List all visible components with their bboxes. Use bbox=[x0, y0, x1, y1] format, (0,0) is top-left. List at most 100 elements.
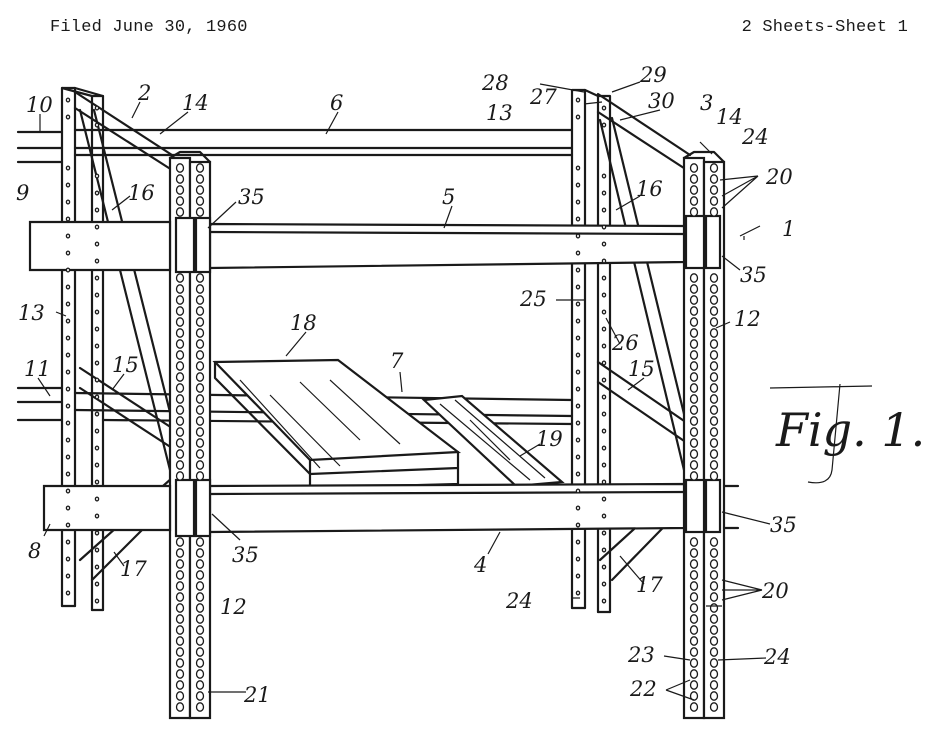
ref-25: 25 bbox=[519, 287, 547, 311]
upright-hole bbox=[94, 190, 100, 196]
upright-hole bbox=[689, 185, 699, 195]
beam-connectors bbox=[174, 214, 722, 538]
upright-hole bbox=[689, 438, 699, 448]
upright-hole bbox=[94, 122, 100, 128]
upright-hole bbox=[195, 592, 205, 602]
upright-hole bbox=[689, 163, 699, 173]
upright-hole bbox=[175, 273, 185, 283]
upright-hole bbox=[175, 636, 185, 646]
ref-16b: 16 bbox=[636, 177, 663, 201]
ref-3: 3 bbox=[700, 91, 713, 115]
upright-hole bbox=[94, 173, 100, 179]
upright-hole bbox=[94, 394, 100, 400]
upright-hole bbox=[195, 636, 205, 646]
ref-23: 23 bbox=[627, 643, 655, 667]
upright-hole bbox=[575, 573, 581, 579]
upright-hole bbox=[195, 669, 205, 679]
upright-hole bbox=[575, 590, 581, 596]
upright-hole bbox=[94, 513, 100, 519]
upright-hole bbox=[175, 592, 185, 602]
upright-hole bbox=[709, 603, 719, 613]
upright-hole bbox=[195, 196, 205, 206]
upright-hole bbox=[575, 335, 581, 341]
upright-hole bbox=[689, 636, 699, 646]
upright-hole bbox=[709, 625, 719, 635]
upright-hole bbox=[601, 513, 607, 519]
upright-hole bbox=[94, 360, 100, 366]
upright-hole bbox=[175, 471, 185, 481]
upright-hole bbox=[601, 479, 607, 485]
upright-hole bbox=[575, 250, 581, 256]
upright-hole bbox=[94, 445, 100, 451]
upright-hole bbox=[65, 488, 71, 494]
upright-hole bbox=[709, 471, 719, 481]
upright-hole bbox=[575, 233, 581, 239]
ref-20b: 20 bbox=[761, 579, 789, 603]
upright-hole bbox=[175, 295, 185, 305]
ref-10: 10 bbox=[26, 93, 53, 117]
ref-30: 30 bbox=[648, 89, 675, 113]
upright-hole bbox=[689, 394, 699, 404]
upright-hole bbox=[65, 522, 71, 528]
ref-35b: 35 bbox=[740, 263, 767, 287]
upright-hole bbox=[94, 309, 100, 315]
upright-hole bbox=[709, 350, 719, 360]
upright-hole bbox=[689, 548, 699, 558]
upright-hole bbox=[195, 372, 205, 382]
ref-27: 27 bbox=[529, 85, 557, 109]
upright-hole bbox=[709, 295, 719, 305]
upright-hole bbox=[175, 328, 185, 338]
upright-hole bbox=[65, 386, 71, 392]
upright-hole bbox=[65, 318, 71, 324]
upright-hole bbox=[195, 449, 205, 459]
upright-hole bbox=[575, 199, 581, 205]
upright-hole bbox=[94, 428, 100, 434]
upright-hole bbox=[709, 427, 719, 437]
upright-hole bbox=[689, 174, 699, 184]
upright-hole bbox=[689, 559, 699, 569]
upright-hole bbox=[575, 403, 581, 409]
upright-hole bbox=[65, 114, 71, 120]
upright-hole bbox=[175, 174, 185, 184]
upright-hole bbox=[175, 207, 185, 217]
back-top-beam bbox=[73, 128, 574, 157]
upright-hole bbox=[175, 537, 185, 547]
upright-hole bbox=[601, 581, 607, 587]
upright-hole bbox=[709, 185, 719, 195]
upright-hole bbox=[175, 647, 185, 657]
upright-hole bbox=[575, 301, 581, 307]
upright-hole bbox=[195, 328, 205, 338]
ref-24c: 24 bbox=[763, 645, 791, 669]
upright-hole bbox=[601, 122, 607, 128]
upright-hole bbox=[94, 343, 100, 349]
upright-hole bbox=[709, 460, 719, 470]
upright-hole bbox=[689, 625, 699, 635]
upright-hole bbox=[175, 372, 185, 382]
upright-hole bbox=[689, 295, 699, 305]
upright-hole bbox=[195, 361, 205, 371]
ref-12a: 12 bbox=[734, 307, 761, 331]
upright-hole bbox=[689, 339, 699, 349]
upright-hole bbox=[709, 658, 719, 668]
upright-hole bbox=[601, 360, 607, 366]
upright-hole bbox=[195, 438, 205, 448]
upright-hole bbox=[575, 386, 581, 392]
upright-hole bbox=[175, 361, 185, 371]
upright-hole bbox=[195, 273, 205, 283]
upright-hole bbox=[175, 548, 185, 558]
upright-hole bbox=[65, 284, 71, 290]
upright-hole bbox=[601, 496, 607, 502]
upright-hole bbox=[709, 163, 719, 173]
ref-22: 22 bbox=[629, 677, 657, 701]
upright-hole bbox=[195, 559, 205, 569]
upright-hole bbox=[175, 339, 185, 349]
ref-6: 6 bbox=[330, 91, 343, 115]
upright-hole bbox=[195, 350, 205, 360]
upright-hole bbox=[195, 581, 205, 591]
upright-hole bbox=[94, 547, 100, 553]
right-frame-bracing bbox=[596, 92, 696, 582]
sheet-number: 2 Sheets-Sheet 1 bbox=[741, 18, 908, 37]
upright-hole bbox=[709, 636, 719, 646]
upright-hole bbox=[65, 454, 71, 460]
ref-13a: 13 bbox=[486, 101, 513, 125]
